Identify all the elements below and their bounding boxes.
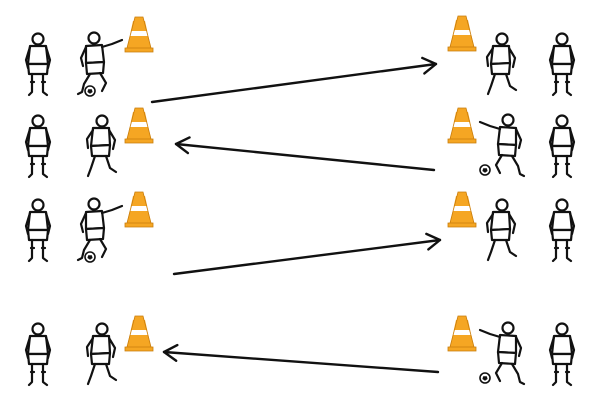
soccer-player-icon (548, 114, 576, 179)
drill-lane-3 (24, 191, 576, 276)
drill-lane-1 (24, 15, 576, 104)
training-cone-icon (124, 107, 154, 144)
pass-arrow-icon (172, 232, 442, 276)
ball-icon (479, 372, 491, 384)
training-cone-icon (447, 191, 477, 228)
pass-arrow-icon (150, 56, 438, 104)
pass-arrow-icon (162, 343, 440, 374)
soccer-player-icon (548, 198, 576, 263)
player-kicking-ball-icon (76, 31, 124, 96)
soccer-player-icon (548, 322, 576, 387)
soccer-player-icon (24, 322, 52, 387)
training-cone-icon (124, 16, 154, 53)
pass-arrow-icon (174, 136, 436, 172)
soccer-player-icon (24, 198, 52, 263)
training-cone-icon (447, 107, 477, 144)
drill-lane-2 (24, 107, 576, 179)
soccer-player-icon (24, 32, 52, 97)
ball-icon (84, 251, 96, 263)
player-receiving-icon (485, 198, 518, 262)
ball-icon (479, 164, 491, 176)
player-receiving-icon (485, 32, 518, 96)
soccer-player-icon (24, 114, 52, 179)
ball-icon (84, 85, 96, 97)
drill-lane-4 (24, 315, 576, 387)
player-receiving-icon (85, 322, 118, 386)
soccer-player-icon (548, 32, 576, 97)
training-cone-icon (124, 191, 154, 228)
training-cone-icon (124, 315, 154, 352)
drill-lanes (24, 15, 576, 387)
training-cone-icon (447, 15, 477, 52)
player-receiving-icon (85, 114, 118, 178)
training-cone-icon (447, 315, 477, 352)
player-kicking-ball-icon (76, 197, 124, 262)
